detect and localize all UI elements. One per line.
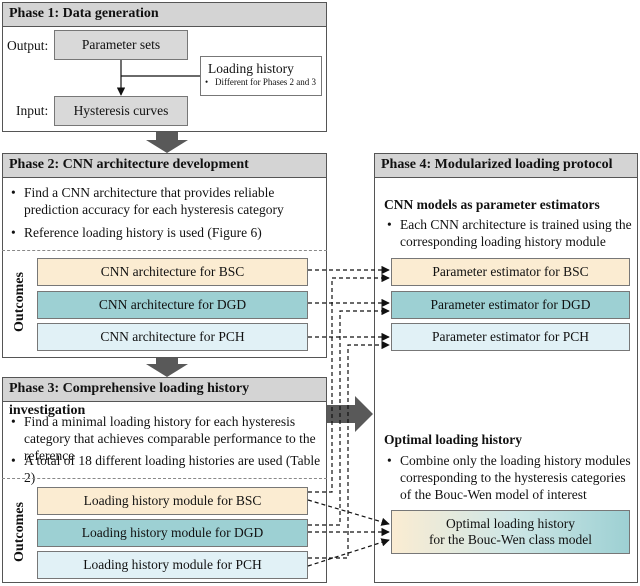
phase2-bullet-1: Find a CNN architecture that provides re…: [11, 184, 322, 218]
dash-module-bsc-up: [308, 273, 390, 493]
loading-history-box: Loading history Different for Phases 2 a…: [200, 56, 322, 96]
phase4-cnn-bullet: Each CNN architecture is trained using t…: [387, 216, 636, 250]
phase3-bullet-1: Find a minimal loading history for each …: [11, 413, 322, 464]
phase2-title: Phase 2: CNN architecture development: [3, 154, 326, 178]
phase2-bullet-2: Reference loading history is used (Figur…: [11, 224, 322, 241]
loading-module-pch: Loading history module for PCH: [37, 551, 308, 579]
big-arrow-1: [146, 132, 188, 153]
dash-module-pch-up: [308, 340, 390, 559]
phase4-title: Phase 4: Modularized loading protocol: [375, 154, 637, 178]
parameter-estimator-dgd: Parameter estimator for DGD: [391, 291, 630, 319]
dash-module-dgd-up: [308, 306, 390, 526]
dash-module-pch-opt: [307, 538, 390, 567]
loading-history-label: Loading history: [208, 61, 294, 76]
big-arrow-right: [327, 396, 373, 432]
cnn-architecture-bsc: CNN architecture for BSC: [37, 258, 308, 286]
parameter-estimator-pch: Parameter estimator for PCH: [391, 323, 630, 351]
loading-module-bsc: Loading history module for BSC: [37, 487, 308, 515]
cnn-models-heading: CNN models as parameter estimators: [384, 197, 600, 212]
parameter-sets-box: Parameter sets: [54, 30, 188, 60]
hysteresis-curves-box: Hysteresis curves: [54, 96, 188, 126]
phase3-title: Phase 3: Comprehensive loading history i…: [3, 378, 326, 418]
loading-module-dgd: Loading history module for DGD: [37, 519, 308, 547]
loading-history-note: Different for Phases 2 and 3: [215, 77, 317, 87]
output-label: Output:: [7, 38, 49, 53]
note-bullet: •: [205, 77, 209, 87]
cnn-architecture-dgd: CNN architecture for DGD: [37, 291, 308, 319]
phase4-optimal-bullet: Combine only the loading history modules…: [387, 452, 636, 503]
parameter-estimator-bsc: Parameter estimator for BSC: [391, 258, 630, 286]
phase2-divider: [2, 250, 327, 251]
optimal-loading-heading: Optimal loading history: [384, 432, 523, 447]
phase1-title: Phase 1: Data generation: [3, 3, 326, 27]
cnn-architecture-pch: CNN architecture for PCH: [37, 323, 308, 351]
optimal-box-line-2: for the Bouc-Wen class model: [428, 532, 593, 547]
dash-module-bsc-opt: [307, 499, 390, 526]
optimal-box-line-1: Optimal loading history: [446, 516, 575, 531]
phase3-bullet-2: A total of 18 different loading historie…: [11, 452, 322, 486]
optimal-loading-box: Optimal loading history for the Bouc-Wen…: [391, 510, 630, 554]
big-arrow-2: [146, 358, 188, 377]
phase3-divider: [2, 478, 327, 479]
input-label: Input:: [16, 103, 49, 118]
